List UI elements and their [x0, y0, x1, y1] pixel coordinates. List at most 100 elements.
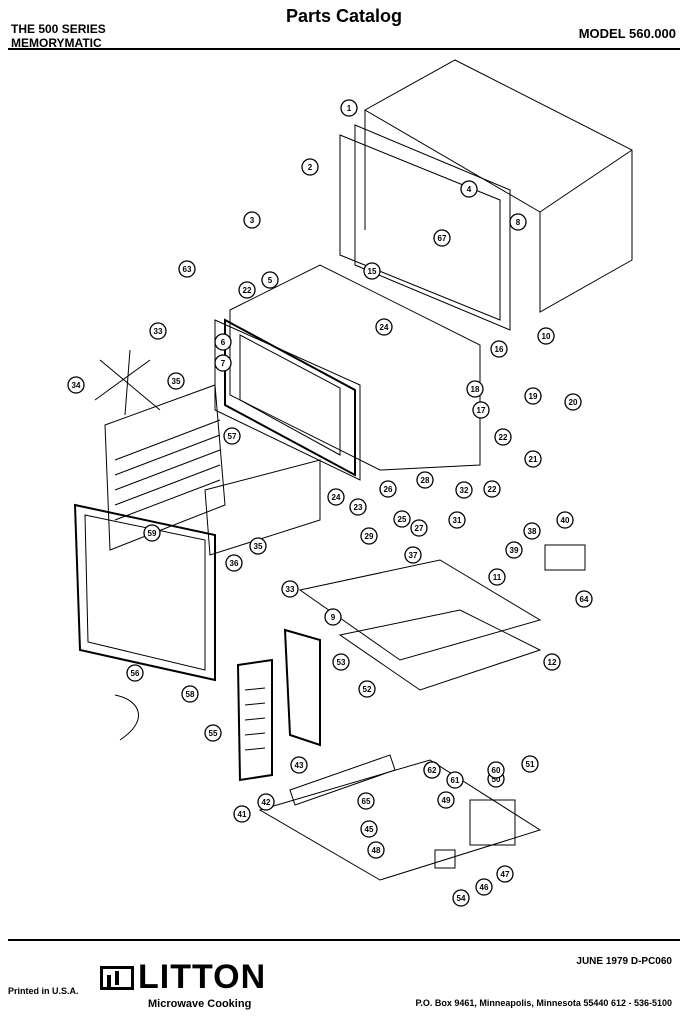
- svg-text:21: 21: [529, 455, 538, 464]
- brand-name: LITTON: [138, 958, 267, 996]
- svg-text:10: 10: [542, 332, 551, 341]
- callout-62: 62: [423, 761, 441, 779]
- svg-text:11: 11: [493, 573, 502, 582]
- svg-text:41: 41: [238, 810, 247, 819]
- callout-22b: 22: [494, 428, 512, 446]
- callout-41: 41: [233, 805, 251, 823]
- callout-35a: 35: [167, 372, 185, 390]
- svg-text:61: 61: [451, 776, 460, 785]
- callout-28: 28: [416, 471, 434, 489]
- series-line-1: THE 500 SERIES: [11, 22, 106, 36]
- svg-text:38: 38: [528, 527, 537, 536]
- svg-text:33: 33: [154, 327, 163, 336]
- date-code: JUNE 1979 D-PC060: [576, 956, 672, 967]
- callout-25: 25: [393, 510, 411, 528]
- callout-6: 6: [214, 333, 232, 351]
- svg-text:5: 5: [268, 276, 273, 285]
- callout-65: 65: [357, 792, 375, 810]
- svg-text:32: 32: [460, 486, 469, 495]
- callout-4: 4: [460, 180, 478, 198]
- door-assembly: [73, 503, 216, 682]
- callout-group: 1 2 3 4 5 6 7 8 9 10 11 12 15 16 17 18 1…: [67, 99, 593, 907]
- callout-35b: 35: [249, 537, 267, 555]
- svg-text:42: 42: [262, 798, 271, 807]
- callout-11: 11: [488, 568, 506, 586]
- callout-60: 60: [487, 761, 505, 779]
- callout-22c: 22: [483, 480, 501, 498]
- callout-32: 32: [455, 481, 473, 499]
- svg-text:18: 18: [471, 385, 480, 394]
- callout-18: 18: [466, 380, 484, 398]
- svg-text:43: 43: [295, 761, 304, 770]
- control-panel: [236, 628, 321, 782]
- callout-24a: 24: [375, 318, 393, 336]
- svg-text:31: 31: [453, 516, 462, 525]
- svg-text:33: 33: [286, 585, 295, 594]
- callout-10: 10: [537, 327, 555, 345]
- svg-text:16: 16: [495, 345, 504, 354]
- litton-logo-icon: [100, 966, 134, 990]
- callout-33a: 33: [149, 322, 167, 340]
- callout-43: 43: [290, 756, 308, 774]
- callout-7: 7: [214, 354, 232, 372]
- svg-text:24: 24: [380, 323, 389, 332]
- svg-text:48: 48: [372, 846, 381, 855]
- callout-48: 48: [367, 841, 385, 859]
- svg-text:50: 50: [492, 775, 501, 784]
- callout-12: 12: [543, 653, 561, 671]
- svg-text:3: 3: [250, 216, 255, 225]
- svg-text:15: 15: [368, 267, 377, 276]
- svg-text:47: 47: [501, 870, 510, 879]
- svg-text:22: 22: [243, 286, 252, 295]
- svg-text:39: 39: [510, 546, 519, 555]
- svg-text:19: 19: [529, 392, 538, 401]
- callout-46: 46: [475, 878, 493, 896]
- brand-tagline: Microwave Cooking: [148, 998, 252, 1010]
- svg-text:24: 24: [332, 493, 341, 502]
- callout-61: 61: [446, 771, 464, 789]
- svg-text:22: 22: [488, 485, 497, 494]
- svg-text:35: 35: [254, 542, 263, 551]
- callout-67: 67: [433, 229, 451, 247]
- svg-text:37: 37: [409, 551, 418, 560]
- callout-45: 45: [360, 820, 378, 838]
- callout-52: 52: [358, 680, 376, 698]
- svg-text:20: 20: [569, 398, 578, 407]
- oven-cavity: [214, 264, 481, 481]
- page-title: Parts Catalog: [285, 6, 403, 26]
- company-address: P.O. Box 9461, Minneapolis, Minnesota 55…: [415, 998, 672, 1008]
- callout-56: 56: [126, 664, 144, 682]
- svg-text:7: 7: [221, 359, 226, 368]
- callout-27: 27: [410, 519, 428, 537]
- svg-text:9: 9: [331, 613, 336, 622]
- callout-34: 34: [67, 376, 85, 394]
- temperature-probe: [114, 694, 139, 741]
- svg-text:54: 54: [457, 894, 466, 903]
- callout-47: 47: [496, 865, 514, 883]
- callout-5: 5: [261, 271, 279, 289]
- callout-42: 42: [257, 793, 275, 811]
- svg-text:51: 51: [526, 760, 535, 769]
- svg-text:46: 46: [480, 883, 489, 892]
- svg-text:26: 26: [384, 485, 393, 494]
- callout-16: 16: [490, 340, 508, 358]
- series-title: THE 500 SERIES MEMORYMATIC: [11, 22, 106, 50]
- callout-33b: 33: [281, 580, 299, 598]
- callout-20: 20: [564, 393, 582, 411]
- svg-text:67: 67: [438, 234, 447, 243]
- callout-58: 58: [181, 685, 199, 703]
- callout-21: 21: [524, 450, 542, 468]
- svg-text:17: 17: [477, 406, 486, 415]
- transformer-block: [434, 544, 586, 869]
- svg-text:36: 36: [230, 559, 239, 568]
- svg-text:60: 60: [492, 766, 501, 775]
- callout-15: 15: [363, 262, 381, 280]
- model-number: MODEL 560.000: [578, 26, 676, 41]
- svg-text:6: 6: [221, 338, 226, 347]
- callout-36: 36: [225, 554, 243, 572]
- svg-text:52: 52: [363, 685, 372, 694]
- callout-63: 63: [178, 260, 196, 278]
- callout-17: 17: [472, 401, 490, 419]
- svg-text:53: 53: [337, 658, 346, 667]
- printed-in-label: Printed in U.S.A.: [8, 986, 79, 996]
